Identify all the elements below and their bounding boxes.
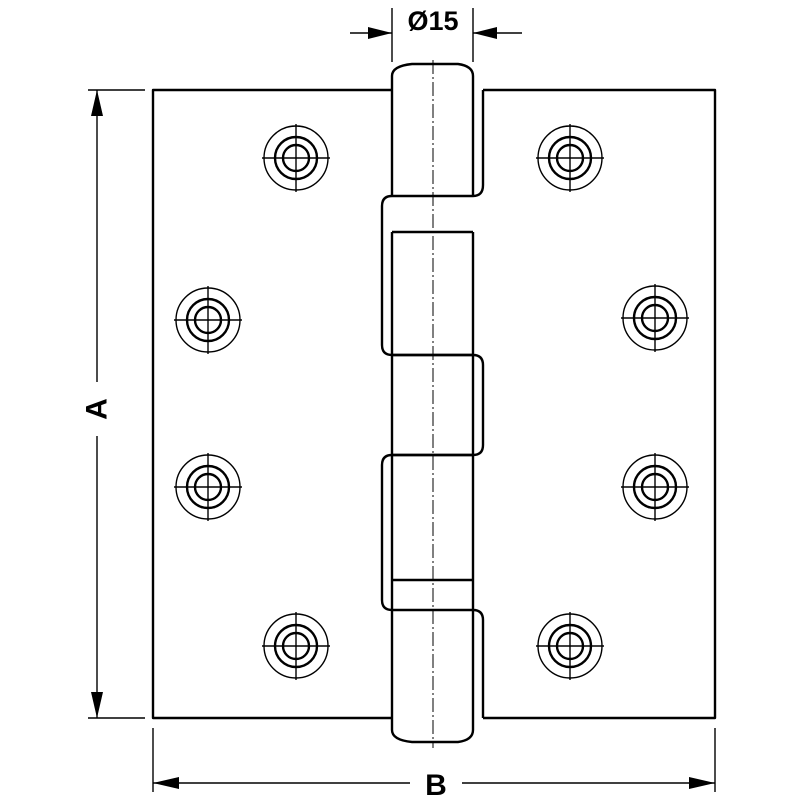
- screw-hole: [262, 612, 330, 680]
- screw-hole: [621, 284, 689, 352]
- hinge-barrel: [380, 62, 485, 744]
- screw-holes: [174, 124, 689, 680]
- knuckle-2: [380, 194, 473, 357]
- screw-hole: [262, 124, 330, 192]
- arrowhead: [368, 27, 392, 39]
- left-leaf: [151, 88, 392, 720]
- dimension-pin-diameter: Ø15: [350, 6, 522, 62]
- height-label: A: [81, 398, 114, 420]
- screw-hole: [174, 286, 242, 354]
- arrowhead: [153, 777, 179, 789]
- arrowhead: [473, 27, 497, 39]
- arrowhead: [689, 777, 715, 789]
- arrowhead: [91, 90, 103, 116]
- right-leaf: [483, 88, 717, 720]
- screw-hole: [536, 612, 604, 680]
- screw-hole: [174, 453, 242, 521]
- pin-cap-top: [390, 62, 475, 88]
- knuckle-3: [392, 353, 485, 457]
- screw-hole: [621, 453, 689, 521]
- dimension-width: B: [152, 728, 716, 800]
- dimension-height: A: [81, 89, 145, 719]
- width-label: B: [425, 769, 447, 800]
- knuckle-4: [380, 453, 473, 612]
- arrowhead: [91, 692, 103, 718]
- screw-hole: [536, 124, 604, 192]
- pin-diameter-label: Ø15: [407, 6, 458, 36]
